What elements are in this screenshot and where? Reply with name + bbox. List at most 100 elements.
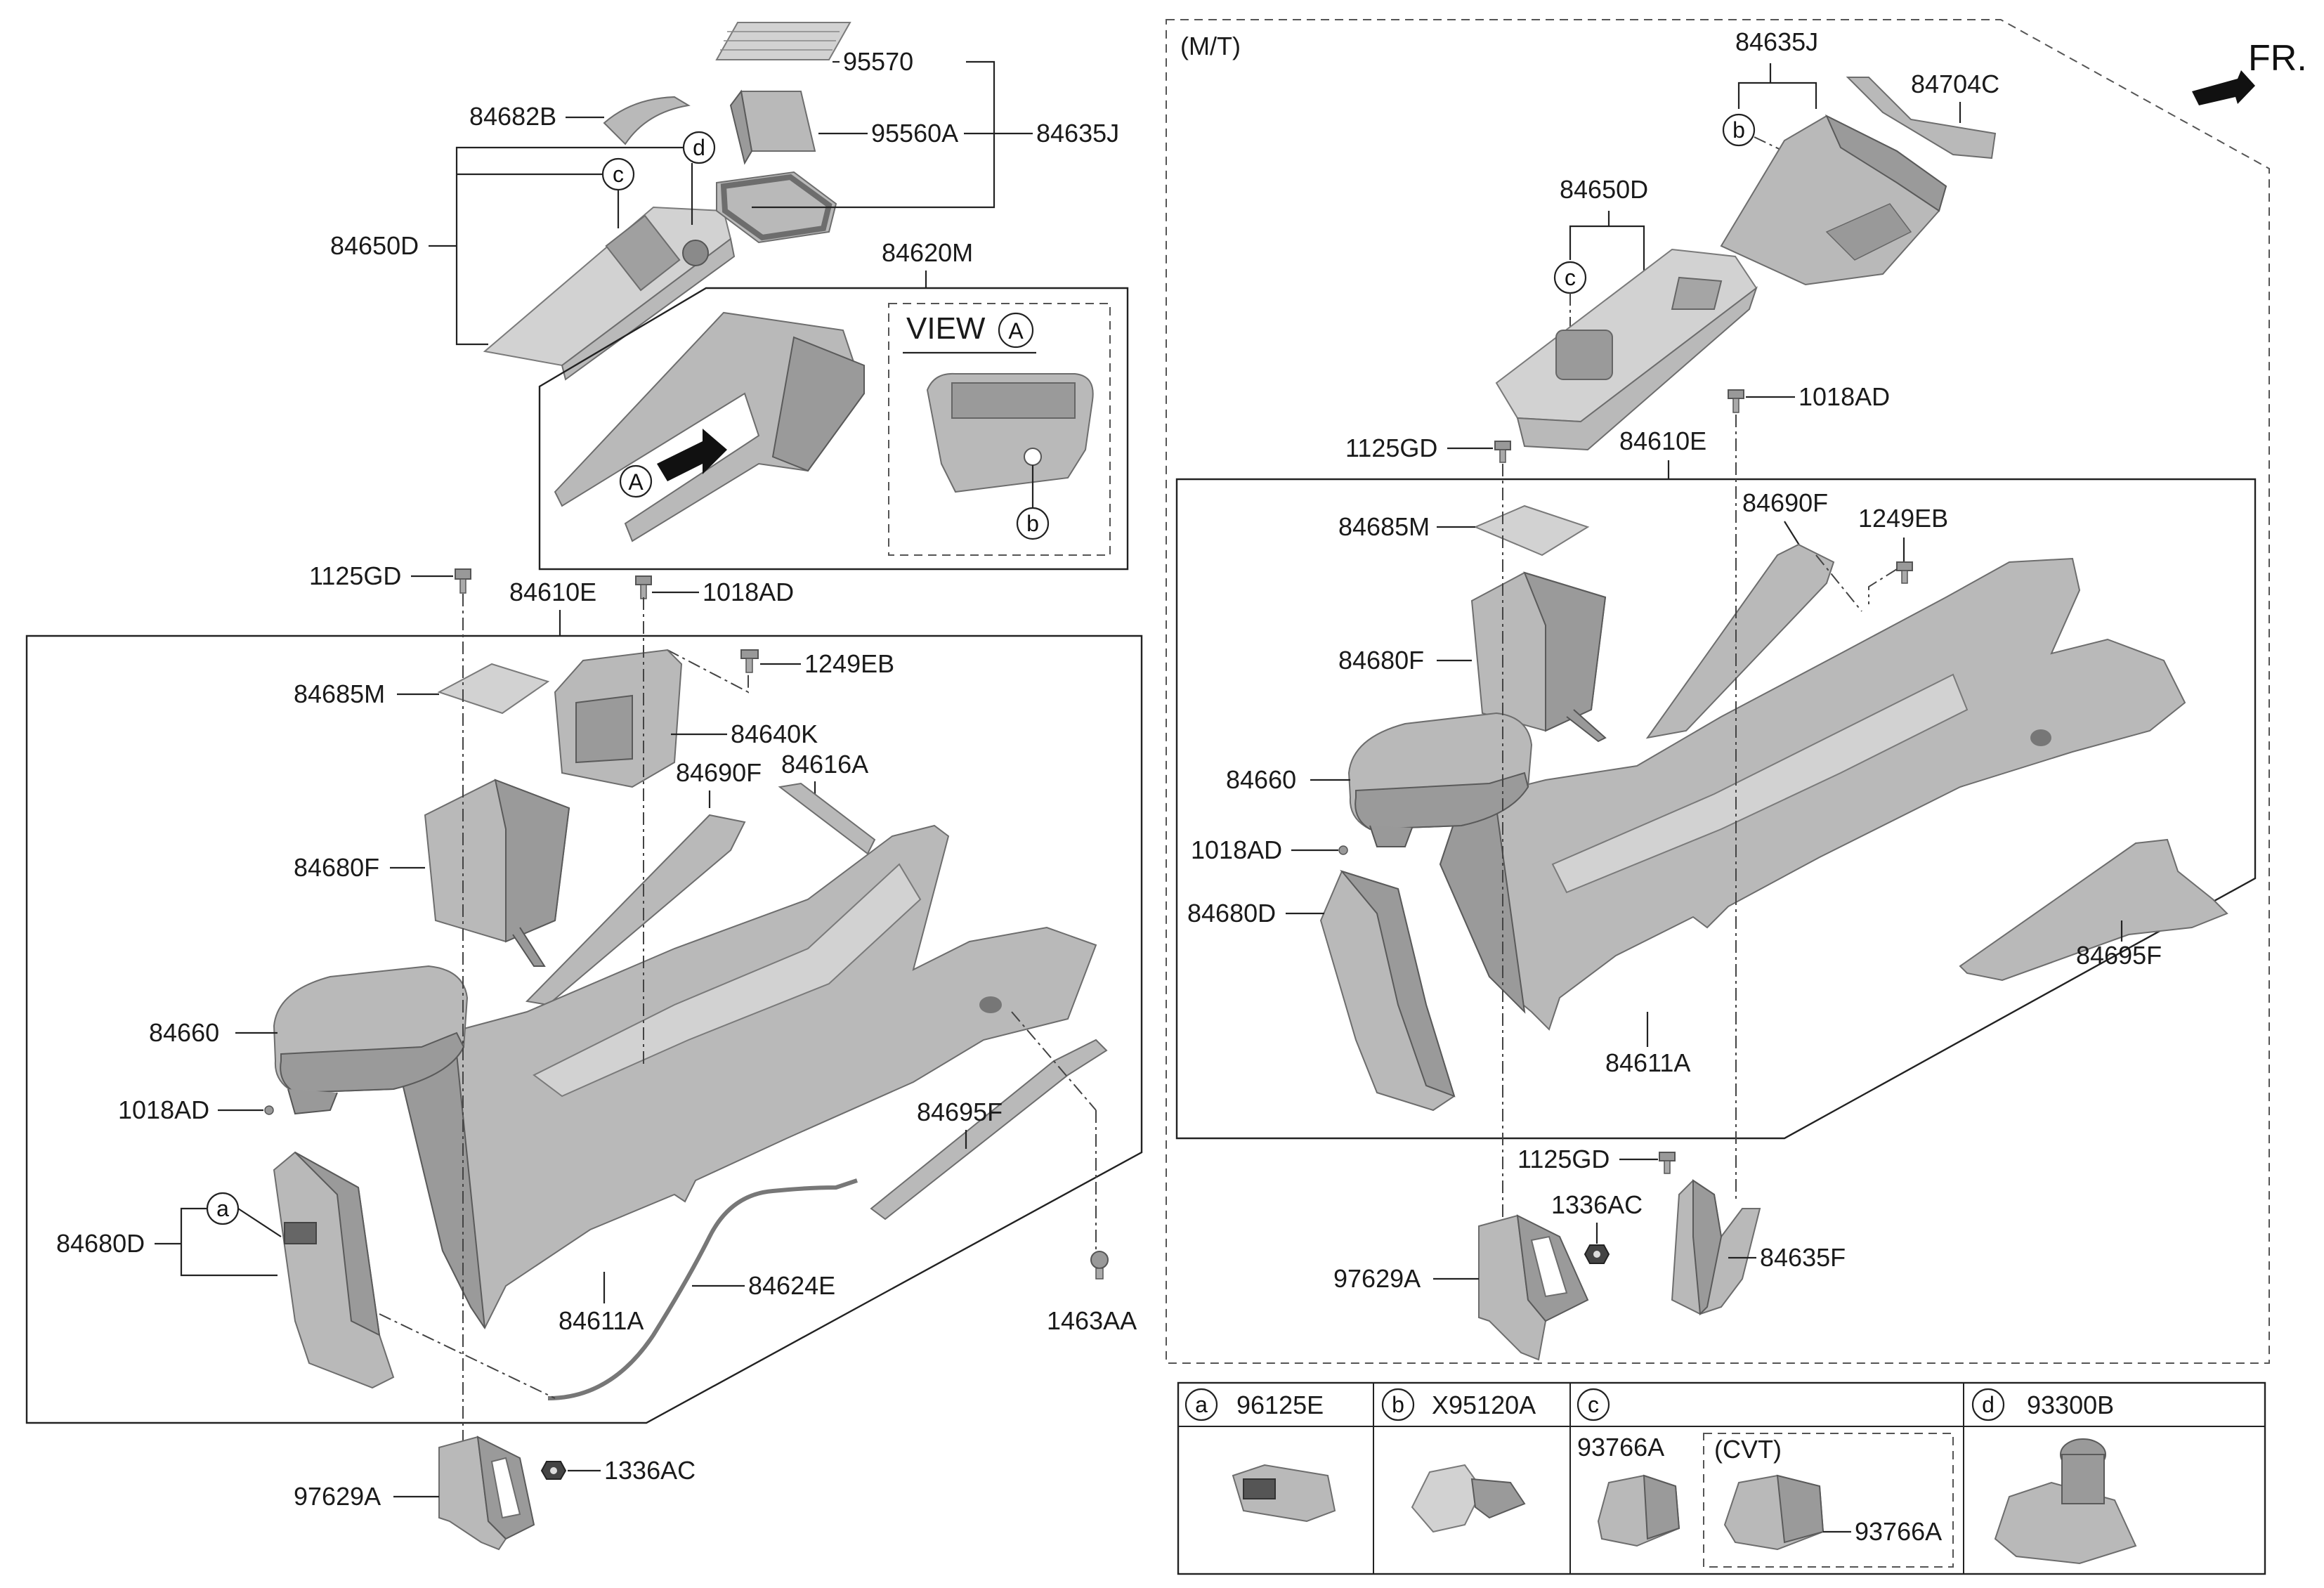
- part-84682B-shape: [603, 96, 691, 145]
- callout-A-left: A: [628, 469, 644, 495]
- legend-key-a: a: [1195, 1392, 1208, 1417]
- label-84620M: 84620M: [882, 238, 973, 267]
- box-84620M: [538, 287, 1129, 571]
- callout-c-right: c: [1565, 265, 1576, 290]
- label-84682B: 84682B: [469, 102, 556, 131]
- label-1018AD-right-top: 1018AD: [1799, 382, 1890, 411]
- screw-1018AD-right-top-icon: [1728, 389, 1744, 413]
- nut-1336AC-right-icon: [1584, 1244, 1610, 1264]
- screw-1018AD-left-icon: [635, 575, 652, 599]
- label-84650D-left: 84650D: [330, 231, 419, 260]
- screw-1249EB-right-icon: [1896, 561, 1913, 584]
- callout-b-right: b: [1732, 117, 1745, 143]
- label-84611A-left: 84611A: [559, 1306, 644, 1335]
- part-84680D-left-shape: [273, 1151, 395, 1389]
- label-84704C: 84704C: [1911, 70, 1999, 98]
- part-84685M-right-shape: [1473, 505, 1590, 557]
- nut-1336AC-left-icon: [540, 1461, 567, 1480]
- part-93300B-shape: [1994, 1438, 2137, 1565]
- label-1336AC-left: 1336AC: [604, 1456, 696, 1485]
- part-84616A-shape: [778, 782, 876, 855]
- part-84660-right-shape: [1347, 712, 1533, 847]
- legend-part-a: 96125E: [1236, 1391, 1324, 1419]
- label-84635J-right: 84635J: [1735, 27, 1818, 56]
- legend-key-d: d: [1982, 1392, 1995, 1417]
- label-97629A-right: 97629A: [1333, 1264, 1421, 1293]
- view-a-box: [888, 303, 1111, 556]
- part-84680D-right-shape: [1319, 870, 1456, 1112]
- view-a-label: VIEW: [906, 311, 986, 346]
- label-1463AA: 1463AA: [1047, 1306, 1137, 1335]
- part-84635F-shape: [1671, 1179, 1761, 1316]
- label-84695F-right: 84695F: [2076, 941, 2162, 970]
- part-84650D-right-shape: [1495, 248, 1758, 451]
- part-95560A-shape: [729, 89, 816, 165]
- label-84611A-right: 84611A: [1605, 1048, 1690, 1077]
- screw-1125GD-right-top-icon: [1494, 441, 1511, 463]
- label-1125GD-right-bot: 1125GD: [1517, 1145, 1610, 1173]
- label-84640K: 84640K: [731, 720, 818, 748]
- legend-part-c: 93766A: [1577, 1433, 1664, 1462]
- label-84695F-left: 84695F: [917, 1098, 1003, 1126]
- label-84685M-left: 84685M: [294, 679, 385, 708]
- label-84610E-left: 84610E: [509, 578, 596, 606]
- callout-A-view: A: [1008, 318, 1024, 344]
- label-84690F-right: 84690F: [1742, 488, 1828, 517]
- part-97629A-left-shape: [438, 1436, 535, 1551]
- legend-key-b: b: [1392, 1392, 1404, 1417]
- screw-1249EB-left-icon: [740, 649, 759, 673]
- label-84680D-left: 84680D: [56, 1229, 145, 1258]
- label-84680F-right: 84680F: [1338, 646, 1424, 675]
- part-X95120A-shape: [1411, 1464, 1526, 1533]
- view-a-arrow-icon: [657, 429, 727, 481]
- screw-1463AA-icon: [1090, 1251, 1109, 1280]
- label-fr: FR.: [2248, 38, 2307, 79]
- label-1125GD-left: 1125GD: [309, 561, 401, 590]
- part-84680F-right-shape: [1470, 571, 1607, 743]
- label-84660-left: 84660: [149, 1018, 219, 1047]
- label-95560A: 95560A: [871, 119, 958, 148]
- part-84704C-shape: [1846, 77, 1997, 160]
- legend-key-c: c: [1588, 1392, 1599, 1417]
- label-84610E-right: 84610E: [1619, 427, 1706, 455]
- part-84624E-cable-shape: [547, 1178, 858, 1400]
- screw-1125GD-left-icon: [455, 568, 471, 594]
- label-1249EB-left: 1249EB: [804, 649, 894, 678]
- view-a-part-shape: [926, 372, 1094, 493]
- callout-a: a: [216, 1196, 229, 1221]
- label-84635J-top: 84635J: [1036, 119, 1119, 148]
- label-1018AD-left-top: 1018AD: [703, 578, 794, 606]
- part-84660-left-shape: [273, 965, 469, 1115]
- part-84620M-shape: [554, 311, 866, 542]
- part-93766A-shape: [1597, 1474, 1680, 1547]
- screw-1125GD-right-bot-icon: [1659, 1152, 1676, 1174]
- label-1125GD-right-top: 1125GD: [1345, 434, 1437, 462]
- label-84616A: 84616A: [781, 750, 868, 779]
- label-84685M-right: 84685M: [1338, 512, 1430, 541]
- box-mt: [1166, 19, 2270, 1364]
- part-84640K-shape: [554, 649, 683, 788]
- label-95570: 95570: [843, 47, 913, 76]
- legend-table: a 96125E b X95120A c 93766A (CVT) 93766A: [1177, 1381, 2266, 1575]
- legend-part-b: X95120A: [1432, 1391, 1536, 1419]
- part-84650D-shape: [483, 206, 736, 381]
- cvt-box: [1703, 1433, 1954, 1568]
- label-1336AC-right: 1336AC: [1551, 1190, 1643, 1219]
- label-84624E: 84624E: [748, 1271, 835, 1300]
- label-84650D-right: 84650D: [1560, 175, 1648, 204]
- fr-arrow-icon: [2192, 70, 2255, 105]
- label-1249EB-right: 1249EB: [1858, 504, 1948, 533]
- part-95570-shape: [715, 22, 851, 60]
- box-84610E-left: [25, 634, 1143, 1424]
- callout-b-view: b: [1026, 511, 1039, 536]
- part-96125E-shape: [1232, 1464, 1336, 1523]
- legend-cvt-part: 93766A: [1855, 1517, 1942, 1546]
- part-84680F-left-shape: [424, 779, 570, 967]
- label-mt: (M/T): [1180, 32, 1241, 60]
- part-84685M-left-shape: [437, 663, 550, 715]
- callout-d: d: [693, 135, 705, 160]
- part-97629A-right-shape: [1478, 1214, 1589, 1361]
- callout-c-left: c: [613, 162, 624, 187]
- part-93766A-cvt-shape: [1723, 1474, 1824, 1551]
